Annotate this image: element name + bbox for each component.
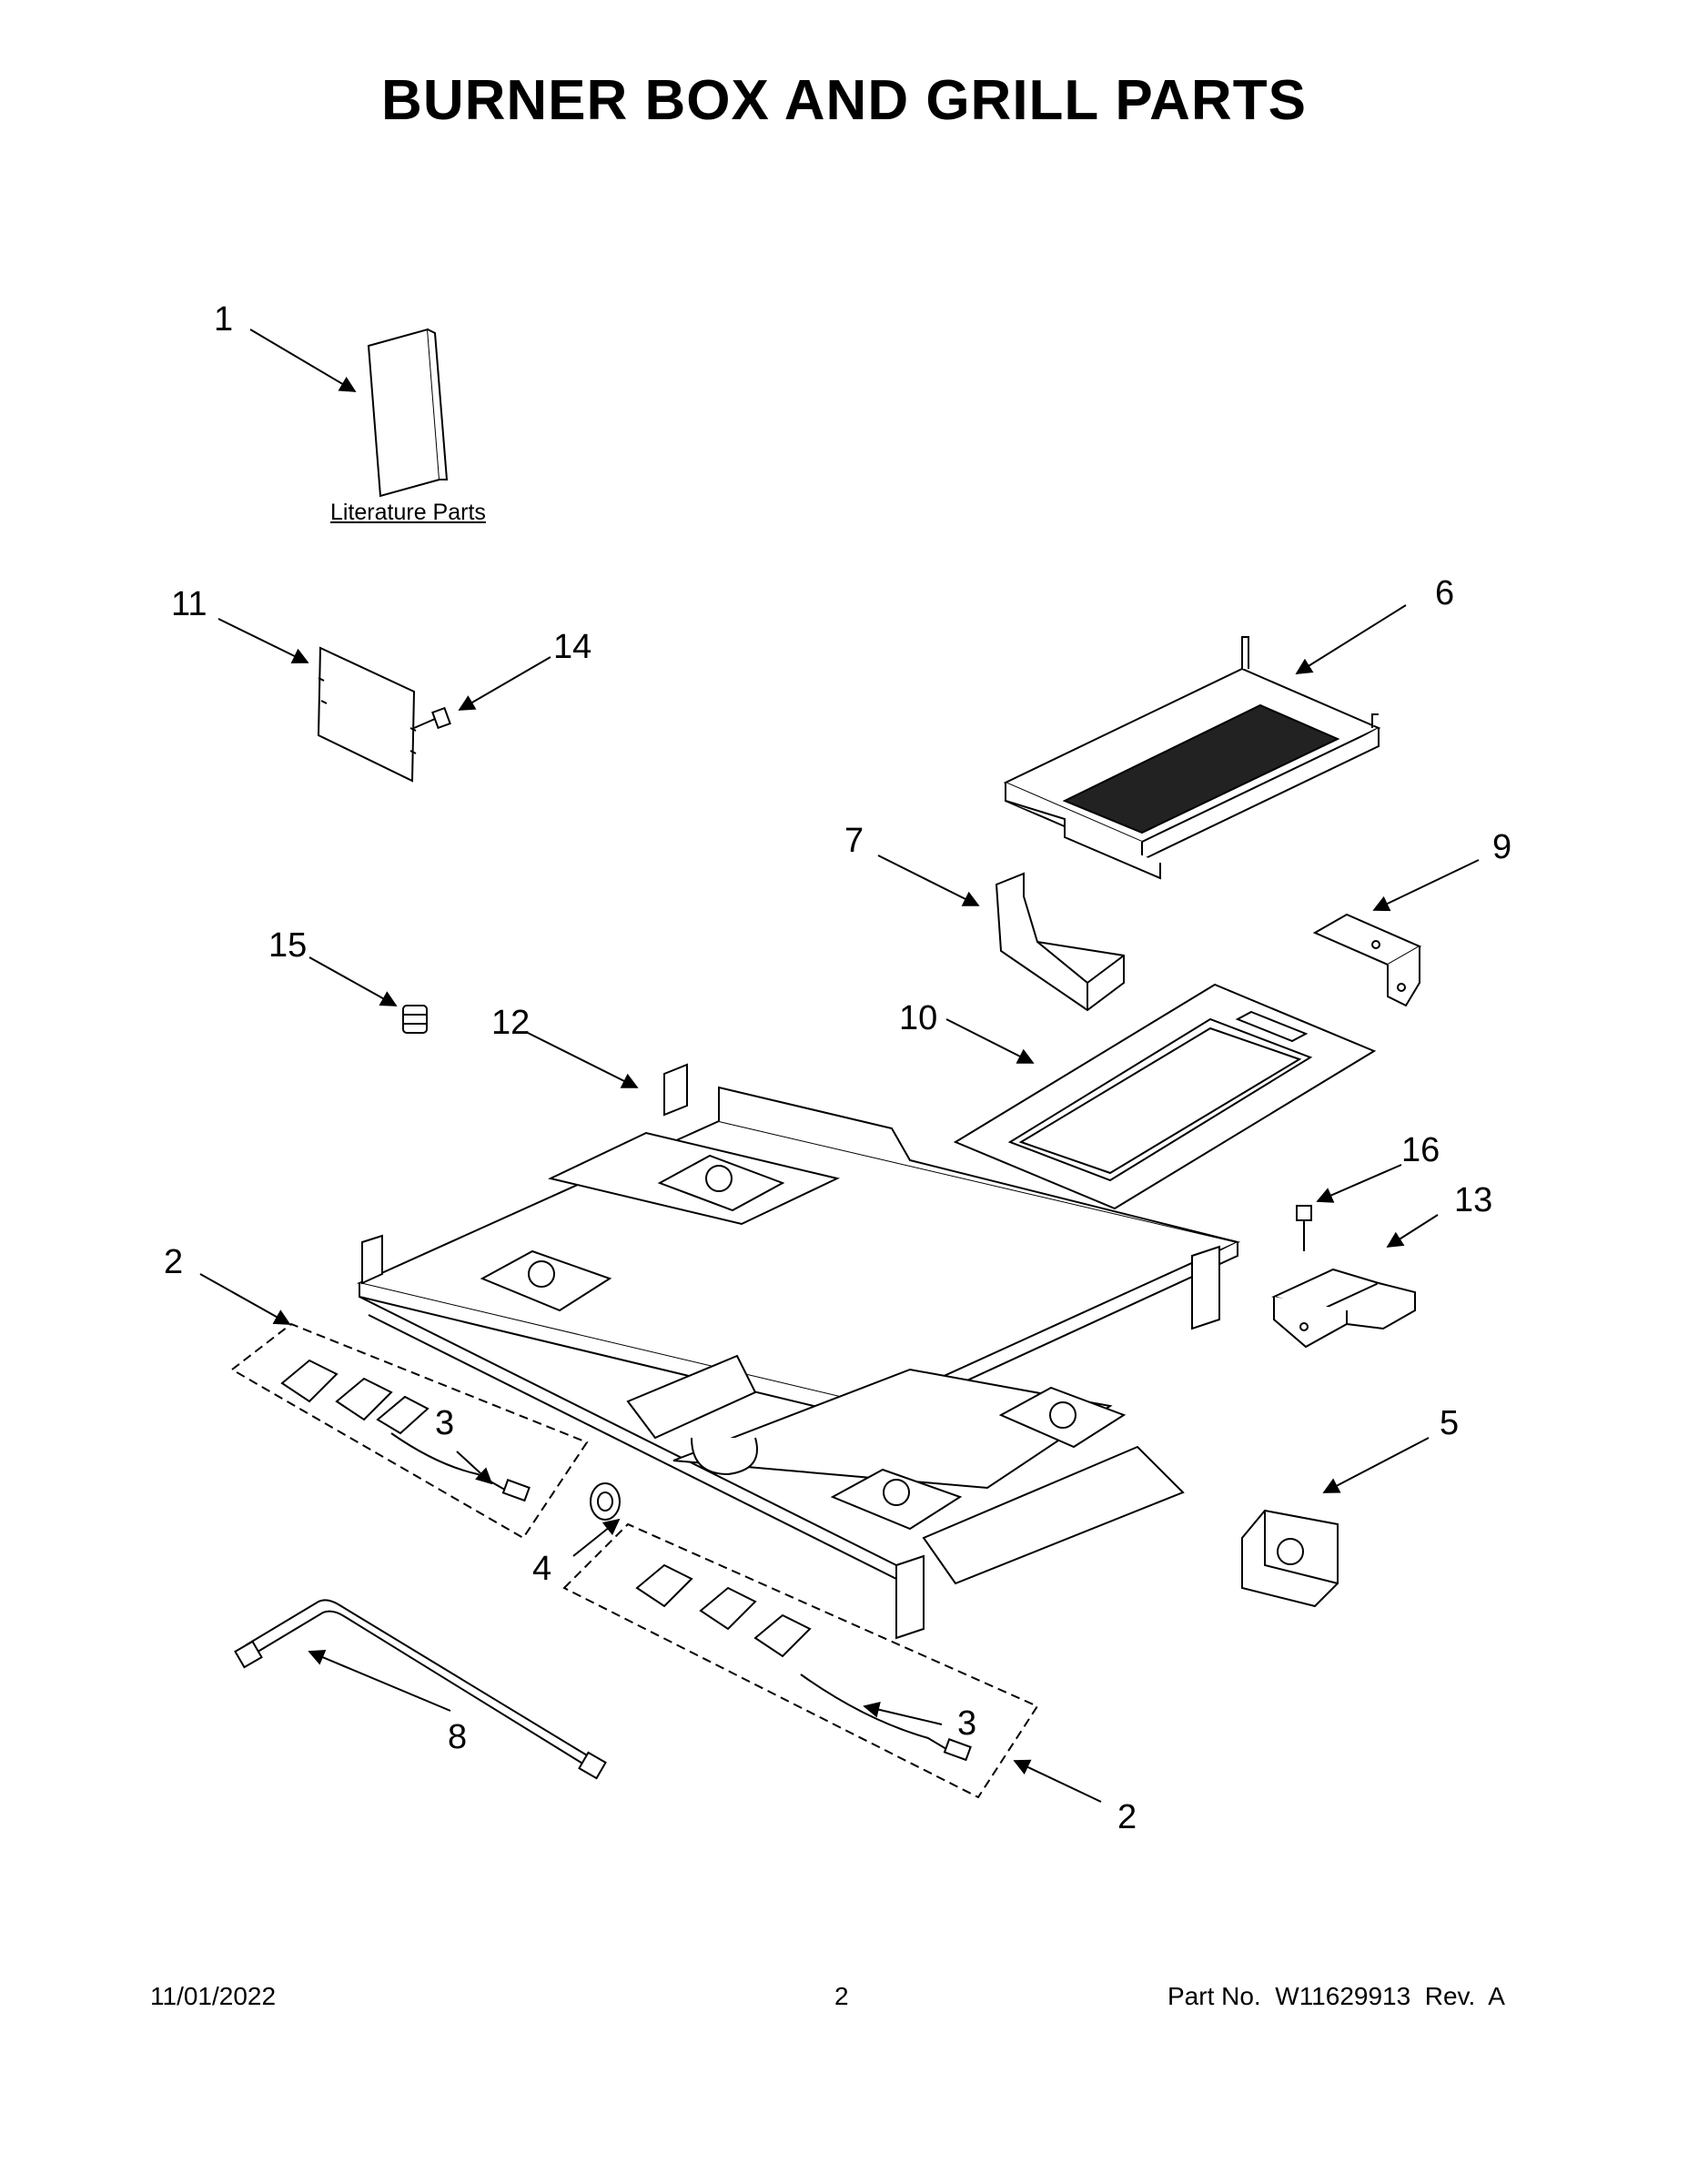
cover-plate	[317, 646, 417, 783]
callout-3a: 3	[435, 1404, 455, 1442]
callout-1: 1	[214, 300, 234, 339]
literature-parts-label: Literature Parts	[330, 500, 486, 525]
literature-booklet	[367, 328, 449, 498]
valve-manifold-left	[230, 1322, 589, 1540]
callout-4: 4	[532, 1550, 552, 1588]
drip-pan	[953, 983, 1377, 1210]
burner-seats	[480, 1154, 1127, 1531]
callout-14: 14	[553, 628, 592, 666]
callout-10: 10	[899, 999, 938, 1037]
callout-5: 5	[1440, 1404, 1460, 1442]
callout-2b: 2	[1117, 1798, 1137, 1836]
callout-6: 6	[1435, 574, 1455, 612]
callout-11: 11	[171, 585, 207, 623]
callout-7: 7	[844, 822, 864, 860]
gas-tube	[234, 1599, 607, 1780]
screw-14	[413, 706, 451, 730]
callout-9: 9	[1492, 828, 1512, 866]
callout-12: 12	[491, 1004, 531, 1042]
callout-2a: 2	[164, 1243, 184, 1281]
callout-8: 8	[448, 1718, 468, 1756]
grill-tray	[1003, 636, 1381, 880]
leader-arrows	[199, 329, 1480, 1803]
bracket-9	[1312, 913, 1422, 1007]
spark-module	[1241, 1509, 1339, 1608]
page-title: BURNER BOX AND GRILL PARTS	[381, 69, 1307, 132]
bracket-13	[1271, 1268, 1416, 1349]
callout-3b: 3	[957, 1704, 977, 1743]
footer-part-number: Part No. W11629913 Rev. A	[1167, 1982, 1505, 2010]
footer-page-number: 2	[834, 1982, 849, 2010]
fitting-4	[590, 1482, 621, 1521]
footer-date: 11/01/2022	[150, 1982, 277, 2010]
fitting-15	[402, 1005, 428, 1034]
bracket-7	[995, 872, 1125, 1012]
callout-13: 13	[1454, 1181, 1493, 1219]
burner-box	[356, 1063, 1241, 1640]
callout-16: 16	[1401, 1131, 1440, 1169]
callout-15: 15	[268, 926, 308, 965]
screw-16	[1296, 1205, 1312, 1251]
